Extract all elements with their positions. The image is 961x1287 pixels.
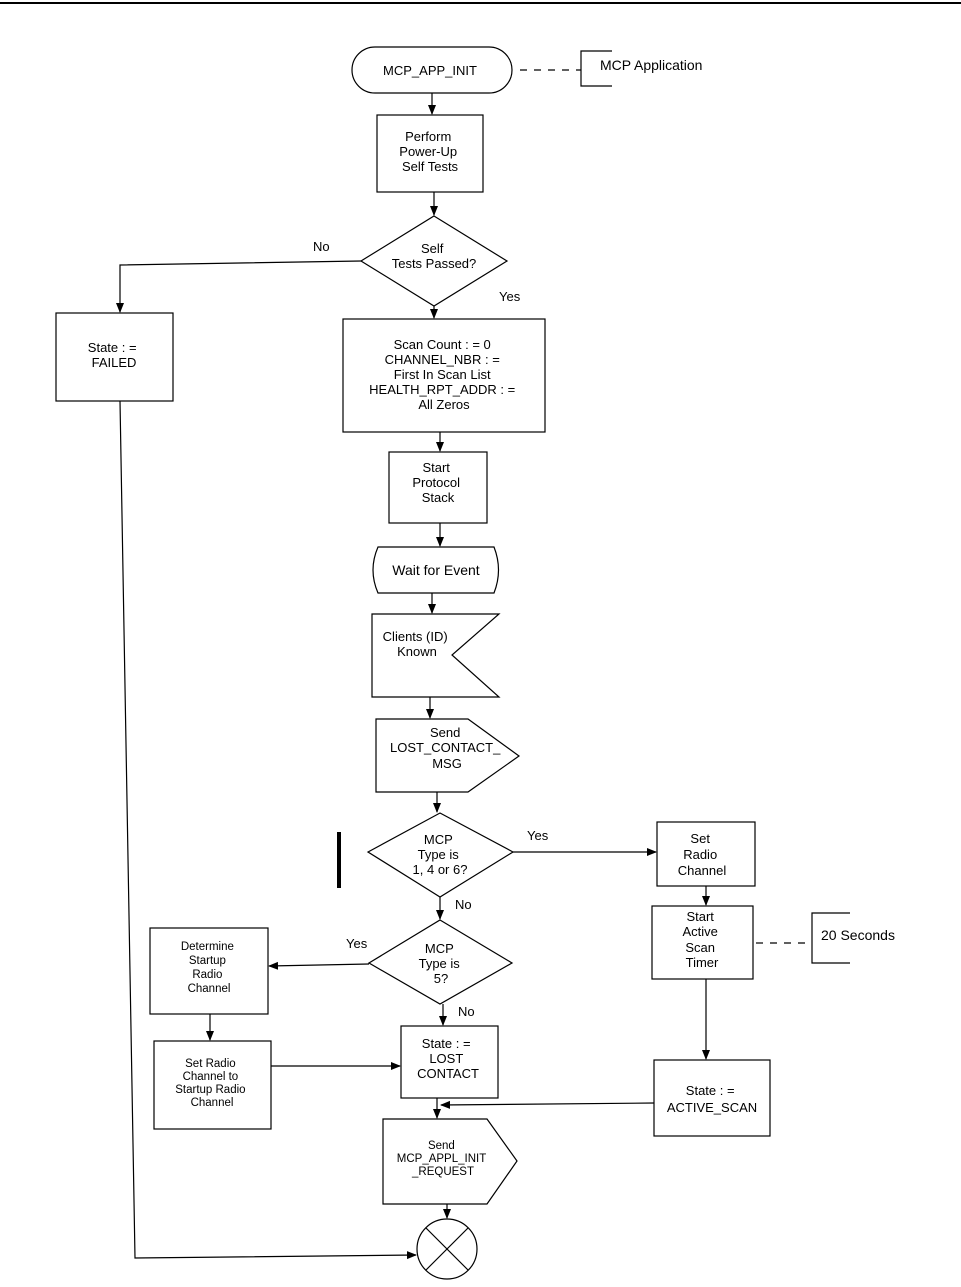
- init-vars-label: Scan Count : = 0 CHANNEL_NBR : = First I…: [369, 337, 519, 412]
- send-lost-label: Send LOST_CONTACT_ MSG: [390, 725, 504, 771]
- type5-decision-shape: [367, 919, 514, 1005]
- app-note-bracket: [580, 50, 612, 87]
- start-stack-label: Start Protocol Stack: [412, 460, 463, 505]
- type146-decision-label: MCP Type is 1, 4 or 6?: [413, 832, 468, 877]
- determine-channel-label: Determine Startup Radio Channel: [181, 941, 237, 995]
- wait-event-shape: [372, 546, 500, 594]
- state-failed-label: State : = FAILED: [88, 340, 140, 370]
- revision-bar: [337, 832, 341, 888]
- app-note-label: MCP Application: [600, 57, 702, 73]
- set-radio-box: [656, 821, 756, 887]
- state-lost-box: [400, 1025, 499, 1099]
- determine-channel-box: [149, 927, 269, 1015]
- self-tests-decision-label: Self Tests Passed?: [392, 241, 477, 271]
- set-startup-channel-label: Set Radio Channel to Startup Radio Chann…: [175, 1058, 249, 1109]
- edge-label-type5-yes: Yes: [346, 936, 368, 951]
- edge-failed-end: [119, 400, 417, 1260]
- edge-type5-yes: [268, 961, 370, 970]
- self-tests-box: [376, 114, 484, 193]
- self-tests-label: Perform Power-Up Self Tests: [399, 129, 460, 174]
- set-startup-channel-box: [153, 1040, 272, 1130]
- init-vars-box: [342, 318, 546, 433]
- edge-label-type5-no: No: [458, 1004, 475, 1019]
- clients-known-shape: [371, 613, 501, 698]
- state-active-box: [653, 1059, 771, 1137]
- start-label: MCP_APP_INIT: [383, 63, 477, 78]
- send-lost-shape: [375, 718, 521, 793]
- send-init-req-label: Send MCP_APPL_INIT _REQUEST: [397, 1140, 489, 1178]
- start-timer-box: [651, 905, 754, 980]
- start-timer-label: Start Active Scan Timer: [682, 909, 721, 970]
- start-stack-box: [388, 451, 488, 524]
- edge-label-type146-no: No: [455, 897, 472, 912]
- state-failed-box: [55, 312, 174, 402]
- edge-label-self-tests-no: No: [313, 239, 330, 254]
- clients-known-label: Clients (ID) Known: [383, 629, 452, 659]
- send-init-req-shape: [382, 1118, 518, 1205]
- edge-active-merge: [440, 1100, 655, 1109]
- timer-note-label: 20 Seconds: [821, 927, 895, 943]
- state-lost-label: State : = LOST CONTACT: [417, 1036, 479, 1081]
- timer-note-bracket: [811, 912, 850, 964]
- state-active-label: State : = ACTIVE_SCAN: [667, 1083, 757, 1115]
- edge-label-type146-yes: Yes: [527, 828, 549, 843]
- type5-decision-label: MCP Type is 5?: [419, 941, 464, 986]
- wait-event-label: Wait for Event: [392, 562, 480, 578]
- end-cross-b: [425, 1227, 469, 1271]
- set-radio-label: Set Radio Channel: [678, 831, 727, 878]
- edge-decision-no: [116, 260, 362, 313]
- edge-label-self-tests-yes: Yes: [499, 289, 521, 304]
